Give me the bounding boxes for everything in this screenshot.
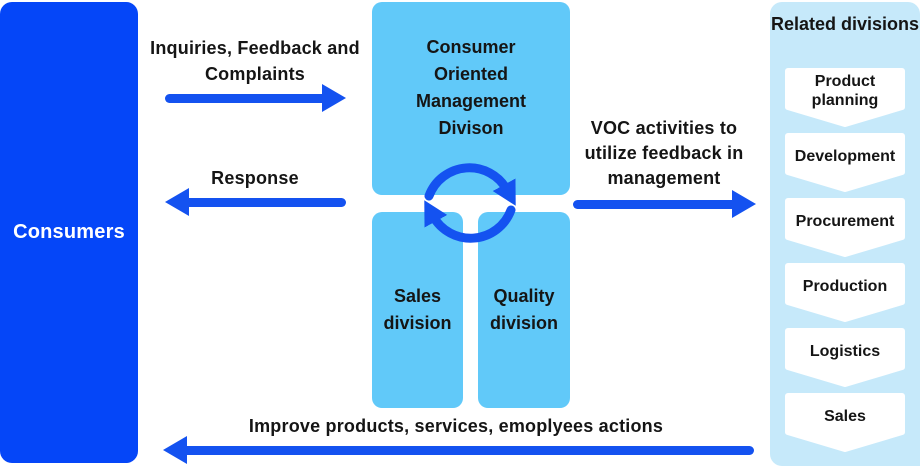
- sales-division-box: Sales division: [372, 212, 463, 408]
- related-item-sales: Sales: [781, 393, 909, 453]
- related-item-production: Production: [781, 263, 909, 323]
- related-item-product-planning: Product planning: [781, 68, 909, 128]
- related-item-label: Production: [802, 277, 888, 295]
- improve-left-arrow-icon: [163, 436, 754, 464]
- related-item-label: Product planning: [811, 73, 879, 109]
- arrow-shaft: [165, 93, 328, 103]
- inquiries-right-arrow-icon: [165, 84, 346, 112]
- related-item-label: Procurement: [795, 212, 895, 230]
- response-left-arrow-icon: [165, 188, 346, 216]
- voc-label: VOC activities to utilize feedback in ma…: [584, 118, 744, 188]
- related-divisions-title: Related divisions: [770, 14, 920, 34]
- consumers-box: Consumers: [0, 2, 138, 463]
- response-label: Response: [211, 168, 299, 188]
- quality-division-box: Quality division: [478, 212, 570, 408]
- related-item-label: Sales: [824, 407, 866, 425]
- consumers-label: Consumers: [13, 221, 125, 243]
- related-item-procurement: Procurement: [781, 198, 909, 258]
- management-division-box: Consumer Oriented Management Divison: [372, 2, 570, 195]
- arrow-head: [322, 84, 346, 112]
- arrow-shaft: [181, 445, 754, 455]
- related-item-development: Development: [781, 133, 909, 193]
- chevron-down-shape-icon: [785, 328, 905, 387]
- inquiries-label: Inquiries, Feedback and Complaints: [150, 38, 360, 84]
- chevron-down-shape-icon: [785, 68, 905, 127]
- related-item-label: Logistics: [809, 342, 881, 360]
- management-division-label: Consumer Oriented Management Divison: [415, 37, 527, 138]
- chevron-down-shape-icon: [785, 393, 905, 452]
- voc-right-arrow-icon: [573, 190, 756, 218]
- arrow-shaft: [183, 197, 346, 207]
- related-item-logistics: Logistics: [781, 328, 909, 388]
- arrow-shaft: [573, 199, 738, 209]
- sales-division-label: Sales division: [383, 286, 452, 333]
- cycle-arrows-icon: [424, 163, 516, 243]
- arrow-head: [732, 190, 756, 218]
- related-item-label: Development: [794, 147, 896, 165]
- chevron-down-shape-icon: [785, 198, 905, 257]
- improve-label: Improve products, services, emoplyees ac…: [248, 416, 664, 436]
- related-divisions-panel: Related divisions Product planning Devel…: [770, 2, 920, 466]
- quality-division-label: Quality division: [489, 286, 558, 333]
- chevron-down-shape-icon: [785, 133, 905, 192]
- chevron-down-shape-icon: [785, 263, 905, 322]
